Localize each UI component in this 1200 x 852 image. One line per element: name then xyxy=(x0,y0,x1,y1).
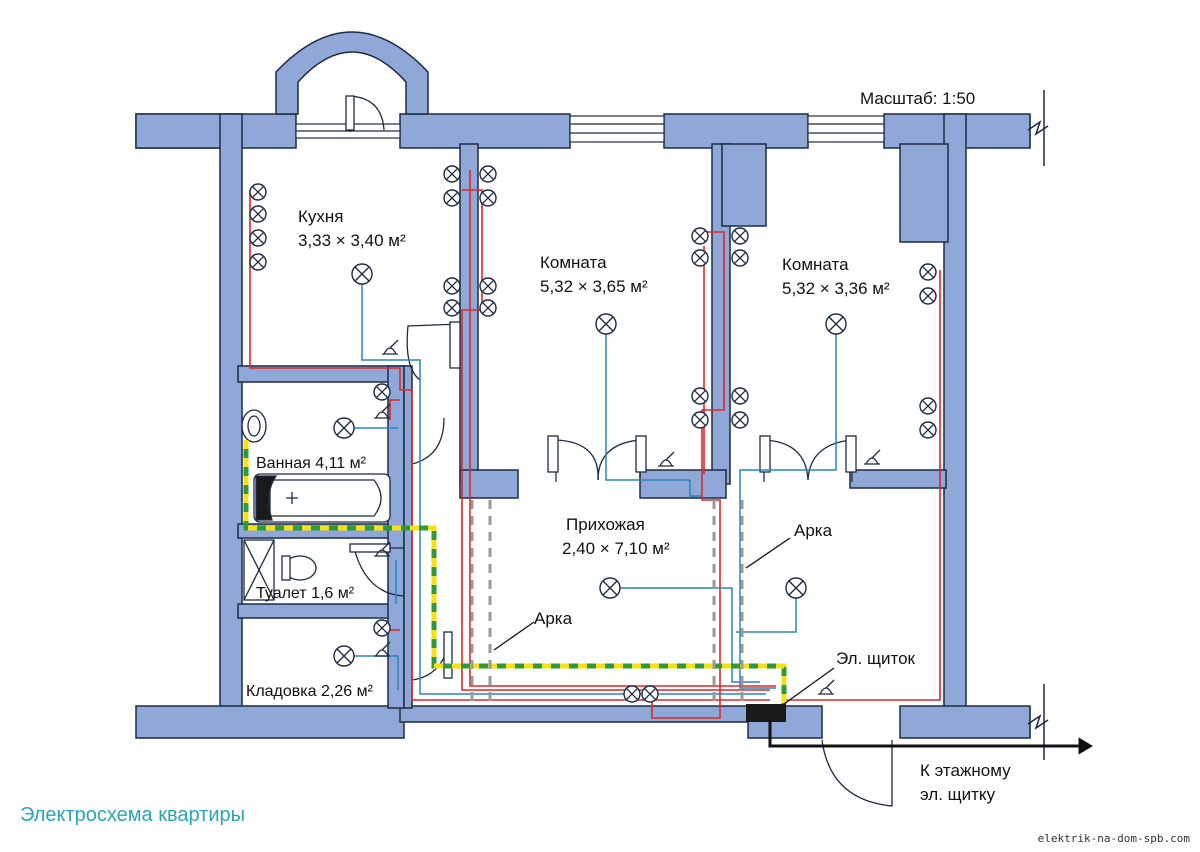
switch-icon-3 xyxy=(374,641,391,657)
ceiling-lamp-icon-7 xyxy=(333,645,355,667)
wall-room1-bottom-l xyxy=(459,469,519,499)
wall-right-notch xyxy=(899,143,949,243)
socket-icon-9 xyxy=(443,277,461,295)
socket-icon-16 xyxy=(731,249,749,267)
electrical-symbols xyxy=(249,165,937,703)
power-wiring xyxy=(249,170,941,719)
wall-top-mid xyxy=(399,113,571,149)
wall-room1-bottom-r xyxy=(639,469,727,499)
bath-shower xyxy=(255,475,278,521)
arch-lines xyxy=(470,500,744,704)
windows xyxy=(295,114,1031,738)
room1-name: Комната xyxy=(540,253,607,272)
socket-icon-7 xyxy=(479,165,497,183)
switch-icon-6 xyxy=(864,449,881,465)
wall-top-right xyxy=(663,113,809,149)
panel-label: Эл. щиток xyxy=(836,649,916,668)
door-bath xyxy=(411,417,445,465)
socket-icon-6 xyxy=(443,189,461,207)
floor-panel-label-1: К этажному xyxy=(920,761,1011,780)
wall-toilet-bottom xyxy=(237,603,405,619)
socket-icon-28 xyxy=(641,685,659,703)
wall-column xyxy=(721,143,767,227)
light-wiring xyxy=(344,276,837,695)
doors xyxy=(345,95,893,807)
socket-icon-14 xyxy=(691,249,709,267)
ceiling-lamp-icon-6 xyxy=(333,417,355,439)
socket-icon-18 xyxy=(691,411,709,429)
break-marks xyxy=(1027,90,1049,760)
socket-icon-10 xyxy=(443,299,461,317)
ceiling-lamp-icon-5 xyxy=(785,577,807,599)
socket-icon-4 xyxy=(249,253,267,271)
socket-icon-22 xyxy=(919,287,937,305)
toilet-label: Туалет 1,6 м² xyxy=(256,585,355,602)
window-room2 xyxy=(807,115,885,143)
watermark: elektrik-na-dom-spb.com xyxy=(1037,832,1190,845)
socket-icon-1 xyxy=(249,183,267,201)
switch-icon-4 xyxy=(374,541,391,557)
arch-label-left: Арка xyxy=(534,609,573,628)
wall-bottom-left xyxy=(135,705,405,739)
socket-icon-12 xyxy=(479,299,497,317)
room1-size: 5,32 × 3,65 м² xyxy=(540,277,648,296)
socket-icon-25 xyxy=(373,383,391,401)
wall-bottom-mid xyxy=(399,705,749,723)
door-room1-r xyxy=(597,439,641,482)
door-kitchen xyxy=(406,323,461,381)
ceiling-lamp-icon-1 xyxy=(351,263,373,285)
ceiling-lamp-icon-3 xyxy=(825,313,847,335)
socket-icon-8 xyxy=(479,189,497,207)
storage-label: Кладовка 2,26 м² xyxy=(246,683,374,700)
kitchen-size: 3,33 × 3,40 м² xyxy=(298,231,406,250)
socket-icon-19 xyxy=(731,387,749,405)
socket-icon-11 xyxy=(479,277,497,295)
switch-icon-2 xyxy=(374,403,391,419)
hall-name: Прихожая xyxy=(566,515,645,534)
ceiling-lamp-icon-2 xyxy=(595,313,617,335)
door-entrance xyxy=(821,739,893,807)
caption: Электросхема квартиры xyxy=(20,804,245,826)
socket-icon-3 xyxy=(249,229,267,247)
floor-panel-label-2: эл. щитку xyxy=(920,785,996,804)
wall-bottom-far xyxy=(899,705,1031,739)
socket-icon-24 xyxy=(919,421,937,439)
bay-window xyxy=(275,31,429,115)
switch-icon-1 xyxy=(382,339,399,355)
wall-left xyxy=(219,113,243,709)
kitchen-name: Кухня xyxy=(298,207,344,226)
socket-icon-13 xyxy=(691,227,709,245)
electrical-panel xyxy=(746,704,786,722)
wall-room2-bottom-r xyxy=(849,469,947,489)
hall-size: 2,40 × 7,10 м² xyxy=(562,539,670,558)
feed-line xyxy=(768,720,1093,755)
bathtub-inner xyxy=(269,479,382,517)
socket-icon-5 xyxy=(443,165,461,183)
room2-size: 5,32 × 3,36 м² xyxy=(782,279,890,298)
wall-wc-right2 xyxy=(403,365,413,709)
scale-label: Масштаб: 1:50 xyxy=(860,89,975,108)
socket-icon-21 xyxy=(919,263,937,281)
socket-icon-2 xyxy=(249,205,267,223)
door-room1-l xyxy=(555,439,599,482)
switch-icon-7 xyxy=(818,679,835,695)
leader-lines xyxy=(493,537,835,705)
fixtures xyxy=(241,409,391,601)
socket-icon-20 xyxy=(731,411,749,429)
bath-label: Ванная 4,11 м² xyxy=(256,455,367,472)
socket-icon-23 xyxy=(919,397,937,415)
socket-icon-15 xyxy=(731,227,749,245)
window-room1 xyxy=(569,115,665,143)
socket-icon-17 xyxy=(691,387,709,405)
ground-wire xyxy=(243,440,787,704)
switch-icon-5 xyxy=(658,451,675,467)
ceiling-lamp-icon-4 xyxy=(599,577,621,599)
arch-label-right: Арка xyxy=(794,521,833,540)
socket-icon-26 xyxy=(373,619,391,637)
room2-name: Комната xyxy=(782,255,849,274)
socket-icon-27 xyxy=(623,685,641,703)
